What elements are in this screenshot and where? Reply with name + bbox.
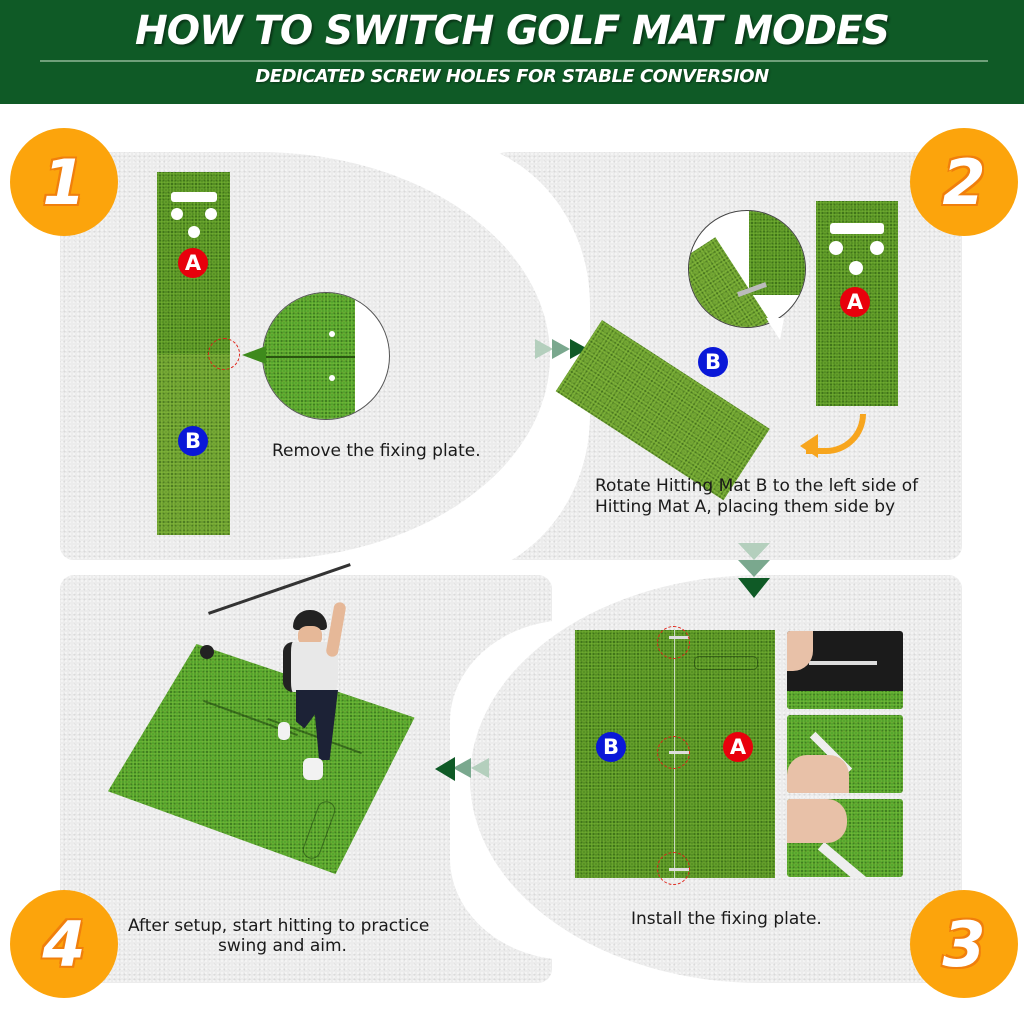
tee-hole bbox=[829, 241, 843, 255]
shoe bbox=[303, 758, 323, 780]
tee-slot bbox=[171, 192, 217, 202]
step-3-caption: Install the fixing plate. bbox=[631, 909, 822, 929]
shoe bbox=[278, 722, 290, 740]
zoom-callout bbox=[262, 292, 390, 420]
photo-plate-screwing bbox=[787, 799, 903, 877]
tee-slot bbox=[830, 223, 884, 234]
callout-pointer bbox=[766, 318, 784, 340]
club-head bbox=[200, 645, 214, 659]
step-2-caption-line2: Hitting Mat A, placing them side by bbox=[595, 497, 896, 517]
mat-a-label: A bbox=[723, 732, 753, 762]
mat-seam bbox=[263, 356, 355, 358]
mat-b-label: B bbox=[698, 347, 728, 377]
step-1-badge: 1 bbox=[10, 128, 118, 236]
step-2-caption-line1: Rotate Hitting Mat B to the left side of bbox=[595, 476, 919, 496]
mat-a-label: A bbox=[840, 287, 870, 317]
fixing-plate bbox=[817, 841, 871, 877]
mat-b: B bbox=[157, 354, 230, 535]
mat-b-label: B bbox=[596, 732, 626, 762]
fixing-plate bbox=[809, 661, 877, 665]
zoom-callout bbox=[688, 210, 806, 328]
hand bbox=[787, 755, 849, 793]
tee-hole bbox=[849, 261, 863, 275]
highlight-circle bbox=[657, 626, 690, 659]
mat-a-label: A bbox=[178, 248, 208, 278]
highlight-circle bbox=[657, 852, 690, 885]
callout-pointer bbox=[242, 346, 266, 364]
mat-a: A bbox=[157, 172, 230, 354]
header-divider bbox=[40, 60, 988, 62]
tee-hole bbox=[171, 208, 183, 220]
curved-arrow-head-icon bbox=[800, 434, 818, 458]
zoom-grass-a bbox=[749, 211, 805, 295]
mat-b-label: B bbox=[178, 426, 208, 456]
photo-plate-alignment bbox=[787, 631, 903, 709]
highlight-circle bbox=[657, 736, 690, 769]
photo-plate-placing bbox=[787, 715, 903, 793]
highlight-circle bbox=[208, 338, 240, 370]
page-title: HOW TO SWITCH GOLF MAT MODES bbox=[134, 8, 890, 54]
header-banner: HOW TO SWITCH GOLF MAT MODES DEDICATED S… bbox=[0, 0, 1024, 104]
screw-hole bbox=[329, 331, 335, 337]
tee-slot-outline bbox=[694, 656, 758, 670]
step-3-badge: 3 bbox=[910, 890, 1018, 998]
tee-hole bbox=[870, 241, 884, 255]
tee-hole bbox=[205, 208, 217, 220]
cap bbox=[293, 610, 327, 630]
step-4-caption-line2: swing and aim. bbox=[218, 936, 347, 956]
face bbox=[298, 626, 322, 646]
screw-hole bbox=[329, 375, 335, 381]
step-4-badge: 4 bbox=[10, 890, 118, 998]
step-4-caption-line1: After setup, start hitting to practice bbox=[128, 916, 430, 936]
page-subtitle: DEDICATED SCREW HOLES FOR STABLE CONVERS… bbox=[255, 66, 769, 87]
hand bbox=[787, 631, 813, 671]
hand bbox=[787, 799, 847, 843]
tee-hole bbox=[188, 226, 200, 238]
step-1-caption: Remove the fixing plate. bbox=[272, 441, 481, 461]
step-2-badge: 2 bbox=[910, 128, 1018, 236]
mat-a: A bbox=[816, 201, 898, 406]
